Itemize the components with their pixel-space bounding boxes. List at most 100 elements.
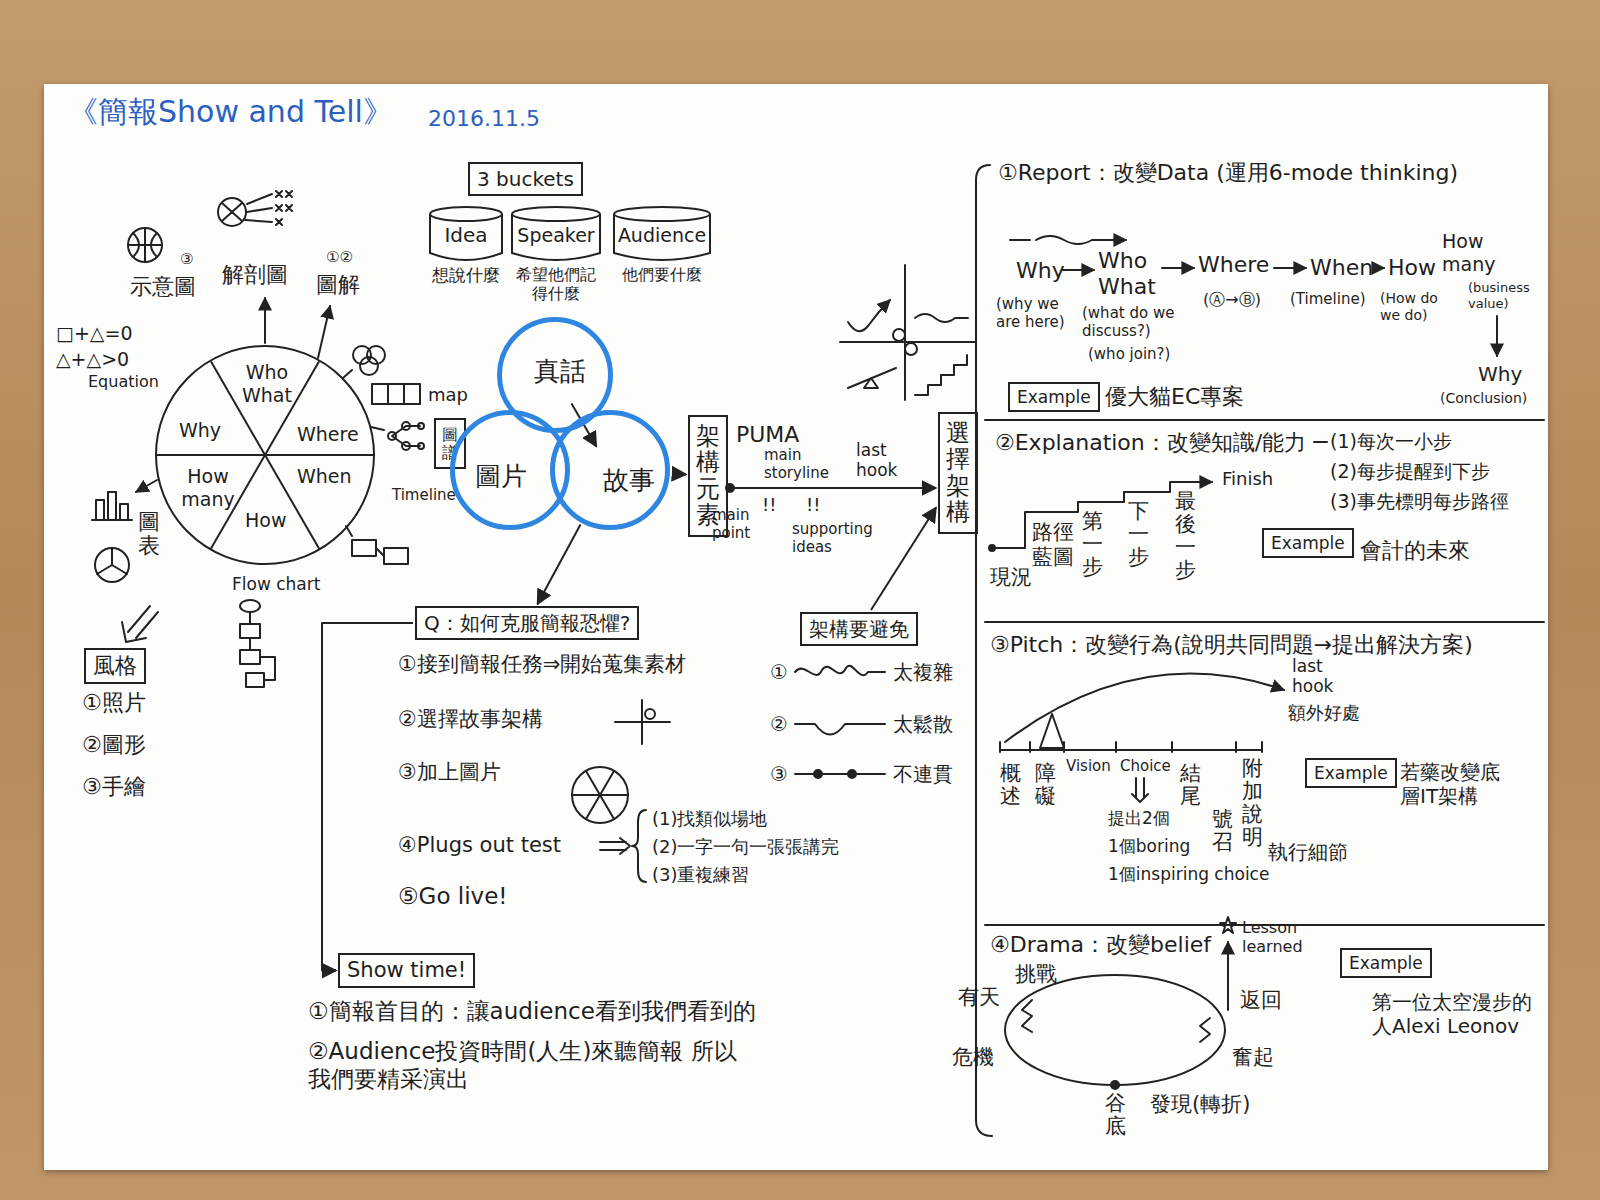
text-box: 3 buckets <box>468 162 583 196</box>
text-slot: ②選擇故事架構 <box>398 707 543 732</box>
note-text: Lesson learned <box>1242 918 1317 956</box>
note-text: PUMA <box>736 422 799 448</box>
text-slot: (who join?) <box>1088 345 1170 363</box>
text-slot: ②圖形 <box>82 732 146 758</box>
bucket-rim <box>614 207 710 221</box>
quadrant-sketch <box>915 355 967 395</box>
note-text: Who What <box>1098 248 1158 301</box>
note-text: □+△=0 <box>56 322 133 345</box>
text-slot: Timeline <box>392 486 456 504</box>
node-text: Example <box>1349 953 1423 973</box>
note-text: 奮起 <box>1232 1045 1274 1070</box>
node-text: Speaker <box>510 223 602 247</box>
wheel-ray <box>136 298 384 536</box>
timeline-icon <box>352 540 408 564</box>
pitch-timeline <box>1040 714 1064 748</box>
note-text: ③Pitch：改變行為(說明共同問題→提出解決方案) <box>990 632 1540 658</box>
note-text: 提出2個 <box>1108 808 1170 828</box>
bar-chart-icon <box>92 492 132 520</box>
text-slot: supporting ideas <box>792 520 872 556</box>
note-text: 現況 <box>990 565 1032 590</box>
brace <box>632 810 646 882</box>
text-slot: 圖表 <box>138 510 160 558</box>
avoid-icons <box>848 770 856 778</box>
text-box: Show time! <box>338 953 475 988</box>
note-text: (why we are here) <box>996 295 1081 331</box>
drama-ring <box>1220 917 1236 933</box>
text-slot: Equation <box>88 372 159 391</box>
text-slot: !! <box>806 494 820 516</box>
node-text: Why <box>179 419 221 442</box>
node-text: 3 buckets <box>477 167 574 191</box>
note-text: 2016.11.5 <box>428 106 540 132</box>
text-slot: Where <box>1198 252 1269 278</box>
note-text: 優大貓EC專案 <box>1105 384 1244 410</box>
quadrant-sketch <box>915 314 968 322</box>
bucket-rim <box>512 207 600 221</box>
wheel-ray <box>318 306 330 358</box>
double-arrow <box>600 838 630 854</box>
text-slot: main storyline <box>764 446 836 482</box>
section-bracket <box>985 420 1544 925</box>
text-slot: ①簡報首目的：讓audience看到我們看到的 <box>308 998 756 1026</box>
note-text: Equation <box>88 372 159 391</box>
note-text: (who join?) <box>1088 345 1170 363</box>
text-slot: last hook <box>1292 656 1342 697</box>
note-text: 有天 <box>958 985 1000 1010</box>
text-slot: (Ⓐ→Ⓑ) <box>1203 290 1261 309</box>
report-chain <box>1274 267 1306 269</box>
node-text: 架構要避免 <box>809 617 909 641</box>
note-text: ③手繪 <box>82 774 146 800</box>
note-text: ③加上圖片 <box>398 760 501 785</box>
note-text: 圖解 <box>316 272 360 298</box>
venn-circle: 故事 <box>550 410 670 530</box>
node-text: Audience <box>612 223 712 247</box>
text-slot: How many <box>1442 230 1497 276</box>
timeline-icon <box>384 548 408 564</box>
text-slot: 若藥改變底層IT架構 <box>1400 760 1500 808</box>
pie-icon <box>572 767 628 823</box>
venn-mini-icon <box>360 357 378 375</box>
note-text: supporting ideas <box>792 520 872 556</box>
note-text: 危機 <box>952 1045 994 1070</box>
bucket-cylinder: Idea想說什麼 <box>428 205 504 285</box>
sector-line <box>211 361 319 548</box>
text-slot: (2)每步提醒到下步 <box>1330 460 1490 483</box>
wheel-ray <box>343 370 352 378</box>
text-slot: (2)一字一句一張張講完 <box>652 836 840 858</box>
note-text: ①照片 <box>82 690 146 716</box>
section-bracket <box>976 165 1544 1136</box>
note-text: 發現(轉折) <box>1150 1092 1250 1117</box>
quadrant-sketch <box>840 265 975 400</box>
basketball-icon <box>128 228 162 262</box>
text-slot: ③Pitch：改變行為(說明共同問題→提出解決方案) <box>990 632 1540 658</box>
note-text: (1)找類似場地 <box>652 808 768 830</box>
note-text: last hook <box>1292 656 1342 697</box>
text-box: Example <box>1262 528 1354 558</box>
node-text: 希望他們記得什麼 <box>510 265 602 303</box>
bucket-cylinder: Speaker 希望他們記得什麼 <box>510 205 602 303</box>
drama-ring <box>1111 1081 1119 1089</box>
note-text: 路徑藍圖 <box>1032 520 1076 570</box>
avoid-icons <box>795 773 885 775</box>
flowchart-icon <box>240 650 260 664</box>
note-text: 不連貫 <box>893 762 953 786</box>
quadrant-sketch <box>848 300 890 331</box>
bar-chart-icon <box>92 492 132 520</box>
node-text: How <box>245 509 286 532</box>
text-slot: 概述 <box>1000 762 1021 808</box>
node-text: 他們要什麼 <box>612 265 712 284</box>
node-text: 故事 <box>603 465 655 496</box>
note-text: 返回 <box>1240 988 1282 1013</box>
drama-ring <box>1227 942 1229 1010</box>
note-text: main storyline <box>764 446 836 482</box>
node-text: 選擇架構 <box>946 420 970 526</box>
venn-circle: 真話 <box>497 317 613 433</box>
text-slot: Vision <box>1066 757 1111 775</box>
report-chain <box>1374 267 1384 269</box>
report-chain <box>1010 236 1497 356</box>
text-slot: last hook <box>856 440 906 481</box>
text-slot: Where <box>297 423 359 446</box>
text-slot: PUMA <box>736 422 799 448</box>
